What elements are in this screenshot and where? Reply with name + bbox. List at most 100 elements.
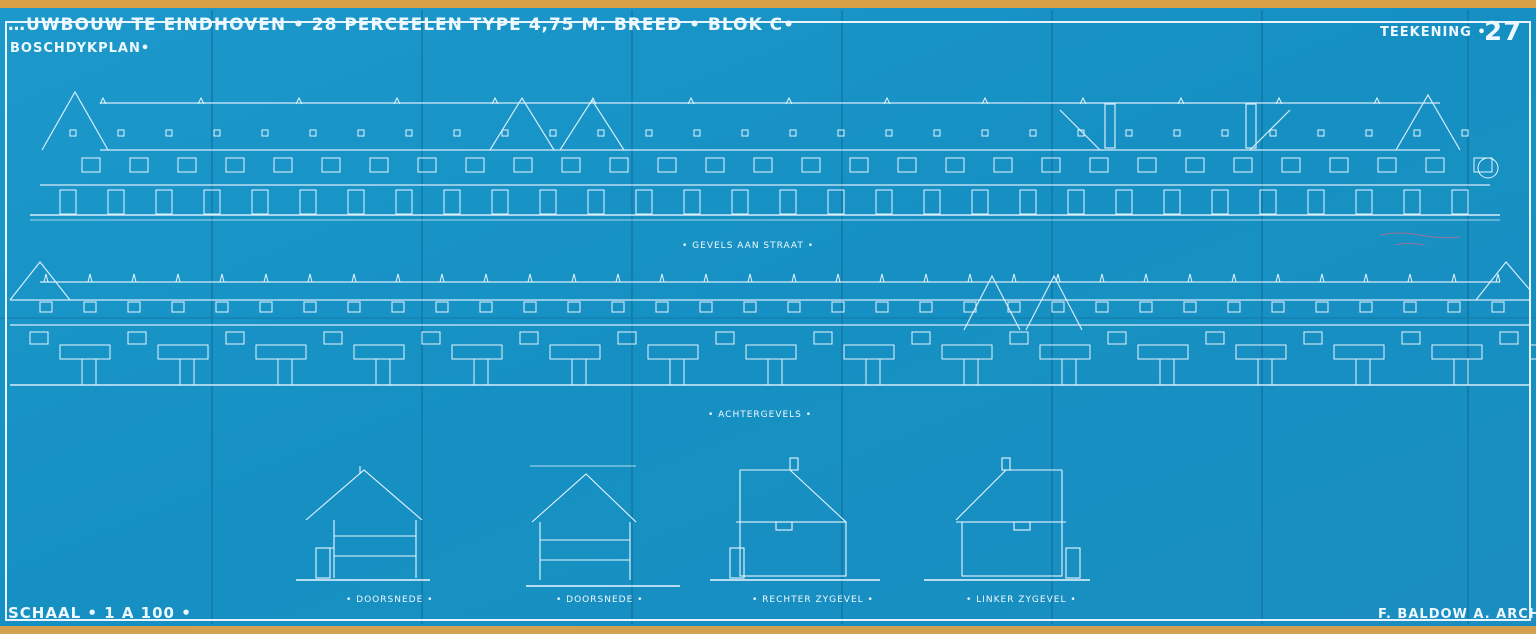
upper-rear-window (1315, 301, 1329, 313)
dormer-window (981, 129, 989, 137)
dormer-window (885, 129, 893, 137)
dormer-window (1125, 129, 1133, 137)
front-door (1211, 189, 1229, 215)
chimney (981, 96, 989, 105)
chimney (393, 96, 401, 105)
rear-chimney (1451, 273, 1457, 283)
rear-window-small (127, 331, 147, 345)
rear-chimney (1011, 273, 1017, 283)
rear-window (1529, 344, 1536, 360)
rear-window-small (225, 331, 245, 345)
upper-rear-window (83, 301, 97, 313)
upper-rear-window (171, 301, 185, 313)
front-elevation-details (59, 96, 1493, 215)
rear-chimney (1143, 273, 1149, 283)
upper-rear-window (699, 301, 713, 313)
dormer-window (1317, 129, 1325, 137)
rear-chimney (307, 273, 313, 283)
dormer-window (501, 129, 509, 137)
rear-door (1257, 358, 1273, 385)
front-elevation-label: • GEVELS AAN STRAAT • (682, 241, 814, 251)
front-door (731, 189, 749, 215)
upper-rear-window (259, 301, 273, 313)
front-window (1281, 157, 1301, 173)
dormer-window (1173, 129, 1181, 137)
rear-elevation-details (29, 273, 1536, 385)
rear-door (963, 358, 979, 385)
rear-window-small (911, 331, 931, 345)
dormer-window (741, 129, 749, 137)
chimney (1373, 96, 1381, 105)
front-door (203, 189, 221, 215)
front-door (1067, 189, 1085, 215)
dormer-window (1365, 129, 1373, 137)
rear-chimney (879, 273, 885, 283)
front-door (587, 189, 605, 215)
upper-rear-window (1359, 301, 1373, 313)
rear-window-small (1401, 331, 1421, 345)
rear-door (473, 358, 489, 385)
sheet-title: …UWBOUW TE EINDHOVEN • 28 PERCEELEN TYPE… (8, 15, 795, 35)
chimney (1079, 96, 1087, 105)
front-door (1403, 189, 1421, 215)
rear-window-small (1205, 331, 1225, 345)
rear-chimney (175, 273, 181, 283)
upper-rear-window (1095, 301, 1109, 313)
front-window (81, 157, 101, 173)
rear-chimney (1495, 273, 1501, 283)
rear-window-small (1009, 331, 1029, 345)
dormer-window (357, 129, 365, 137)
front-window (945, 157, 965, 173)
drawing-number: 27 (1484, 17, 1522, 47)
rear-chimney (835, 273, 841, 283)
rear-chimney (1363, 273, 1369, 283)
front-window (129, 157, 149, 173)
rear-door (571, 358, 587, 385)
left-side-elevation-drawing (924, 457, 1090, 581)
front-window (321, 157, 341, 173)
rear-chimney (43, 273, 49, 283)
rear-chimney (1055, 273, 1061, 283)
dormer-window (693, 129, 701, 137)
dormer-window (405, 129, 413, 137)
dormer-window (453, 129, 461, 137)
chimney (1275, 96, 1283, 105)
front-window (849, 157, 869, 173)
rear-chimney (1407, 273, 1413, 283)
upper-rear-window (831, 301, 845, 313)
rear-window-small (1499, 331, 1519, 345)
upper-rear-window (1007, 301, 1021, 313)
rear-chimney (527, 273, 533, 283)
front-window (1377, 157, 1397, 173)
front-window (273, 157, 293, 173)
section-drawing-1 (296, 466, 430, 581)
front-window (1089, 157, 1109, 173)
dormer-window (1221, 129, 1229, 137)
upper-rear-window (1183, 301, 1197, 313)
rear-door (669, 358, 685, 385)
dormer-window (117, 129, 125, 137)
rear-window-small (715, 331, 735, 345)
dormer-window (597, 129, 605, 137)
dormer-window (789, 129, 797, 137)
front-door (923, 189, 941, 215)
front-window (609, 157, 629, 173)
north-mark-icon (1477, 157, 1499, 179)
dormer-window (1461, 129, 1469, 137)
rear-chimney (1231, 273, 1237, 283)
architect-signature: F. BALDOW A. ARCHITECT (1378, 607, 1536, 622)
front-door (971, 189, 989, 215)
upper-rear-window (39, 301, 53, 313)
dormer-window (309, 129, 317, 137)
upper-rear-window (1227, 301, 1241, 313)
front-door (155, 189, 173, 215)
right-side-elevation-drawing (710, 457, 880, 581)
front-window (1041, 157, 1061, 173)
chimney (197, 96, 205, 105)
rear-chimney (791, 273, 797, 283)
rear-door (1159, 358, 1175, 385)
front-door (107, 189, 125, 215)
front-window (177, 157, 197, 173)
upper-rear-window (435, 301, 449, 313)
dormer-window (213, 129, 221, 137)
